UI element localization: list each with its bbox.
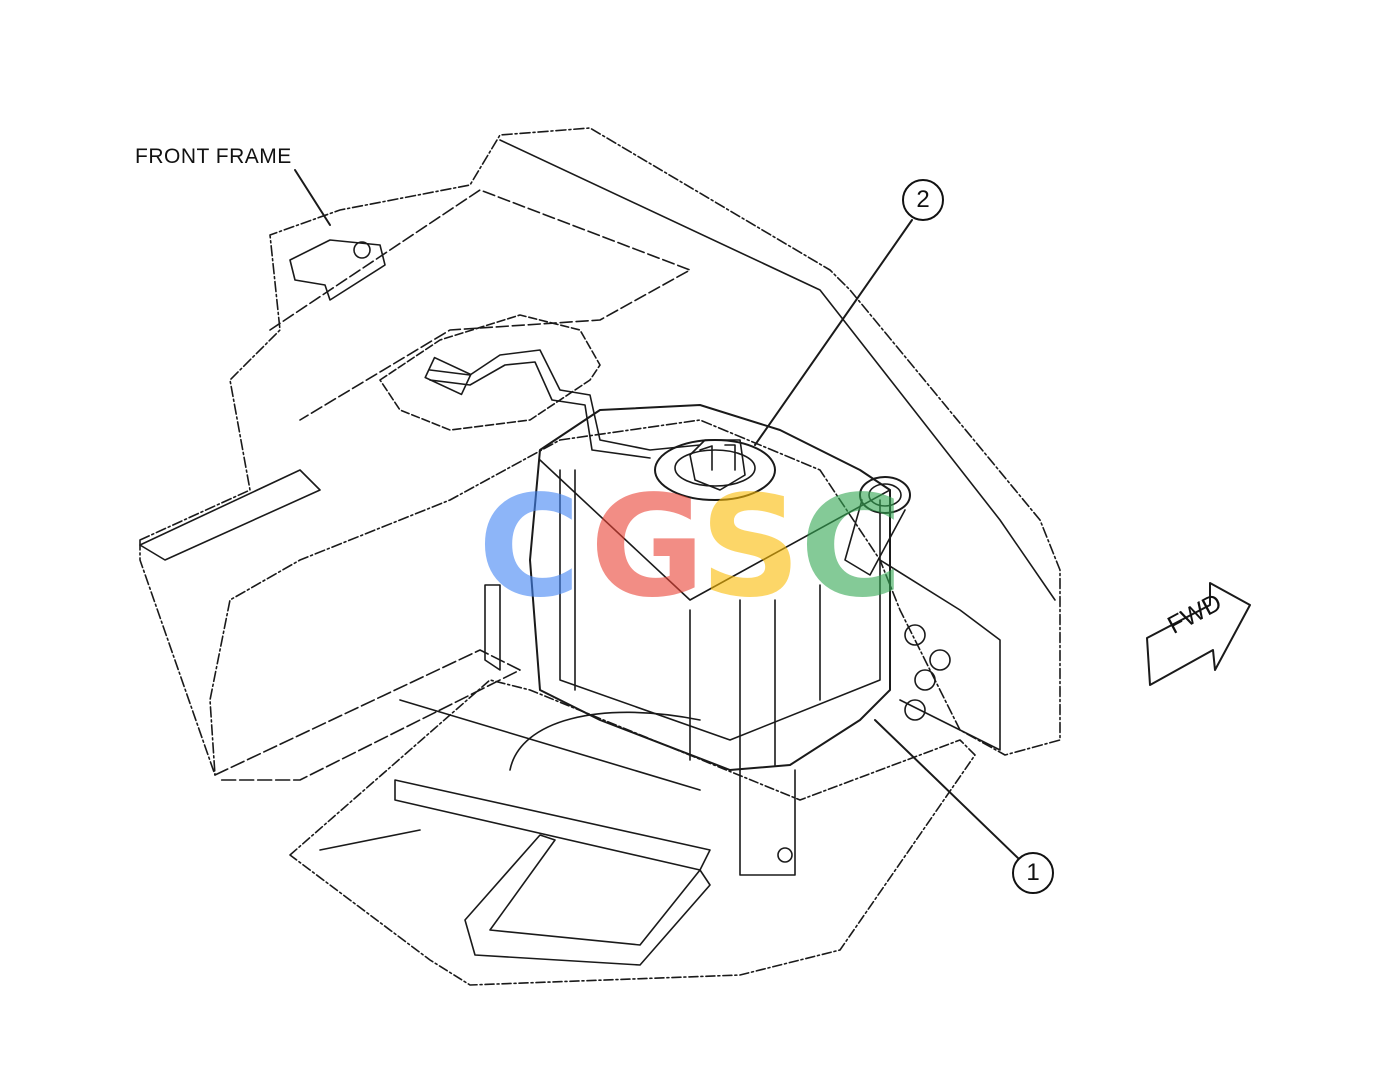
hose-route-inner (429, 361, 651, 459)
bracket-hole (353, 241, 371, 259)
frame-left-beam (139, 469, 321, 561)
cradle-rail (319, 699, 701, 851)
leader-line-frame (294, 169, 331, 226)
watermark-letter-s: S (700, 466, 801, 629)
plate-hole-1 (904, 624, 926, 646)
lower-cradle (289, 679, 976, 986)
plate-hole-3 (914, 669, 936, 691)
frame-bracket (289, 239, 386, 301)
front-frame-outline (139, 127, 1061, 776)
mount-bracket (739, 769, 796, 876)
hose-connector (424, 356, 472, 396)
filler-cap (859, 476, 911, 514)
watermark-letter-g: G (590, 466, 705, 629)
tank-front-face (574, 469, 821, 771)
tank-edge (539, 459, 891, 601)
cap-inner (674, 449, 756, 487)
watermark-letter-c2: C (800, 466, 903, 629)
sensor-body (689, 439, 746, 491)
hose-route (429, 349, 701, 451)
cradle-step-lower (464, 834, 711, 966)
plate-hole-4 (904, 699, 926, 721)
frame-lower-rail (214, 649, 521, 781)
tank-inner-rim (559, 469, 881, 741)
watermark-letter-c1: C (478, 466, 581, 629)
reservoir-tank (529, 404, 891, 771)
frame-side-plate (879, 559, 1001, 751)
filler-cap-inner (868, 483, 902, 507)
hose-clip (379, 314, 601, 431)
callout-1: 1 (1012, 852, 1054, 894)
sensor-pins (699, 444, 736, 471)
plate-hole-2 (929, 649, 951, 671)
front-frame-label: FRONT FRAME (135, 145, 292, 168)
leader-line-1 (874, 719, 1021, 861)
callout-2: 2 (902, 179, 944, 221)
cradle-arc (509, 711, 701, 771)
fwd-arrow-icon (1146, 582, 1251, 686)
mount-bolt-hole (777, 847, 793, 863)
side-bracket (484, 584, 501, 671)
frame-upper-rail (269, 189, 691, 421)
frame-rail-edge (499, 139, 1056, 601)
cradle-step-upper (394, 779, 711, 871)
leader-line-2 (754, 219, 913, 446)
filler-neck (844, 499, 906, 576)
